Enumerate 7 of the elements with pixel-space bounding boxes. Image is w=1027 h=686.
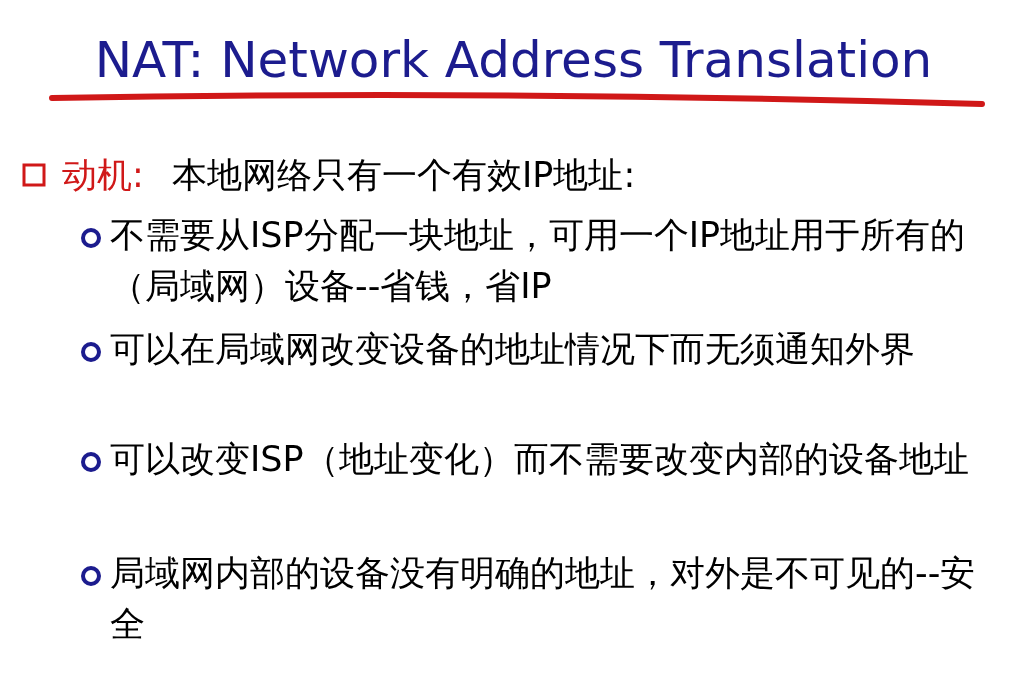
bullet-text: 不需要从ISP分配一块地址，可用一个IP地址用于所有的（局域网）设备--省钱，省IP: [110, 214, 967, 308]
bullet-text: 可以改变ISP（地址变化）而不需要改变内部的设备地址: [110, 438, 970, 481]
bullet-text: 可以在局域网改变设备的地址情况下而无须通知外界: [110, 328, 916, 371]
bullet-heading: 动机:: [62, 154, 145, 197]
bullet-text: 本地网络只有一个有效IP地址:: [172, 154, 637, 197]
title: NAT: Network Address Translation: [93, 30, 934, 91]
bullet-text: 局域网内部的设备没有明确的地址，对外是不可见的--安全: [110, 552, 977, 646]
